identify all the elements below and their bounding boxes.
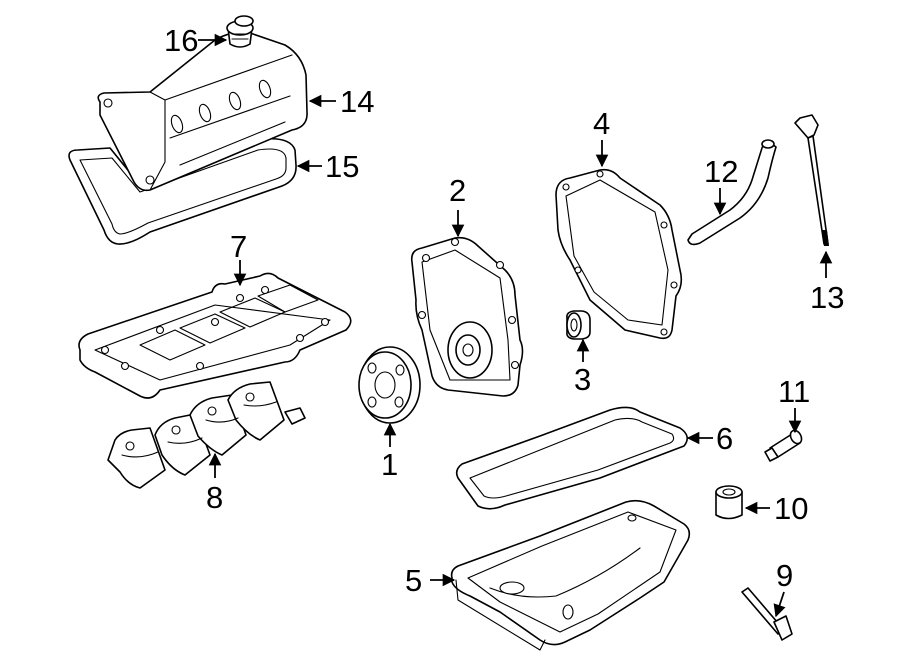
oil-filter-part	[715, 485, 743, 520]
callout-labels: 16 14 15 7 8 1 2 3 4 12 13 11 6 10 5 9	[164, 23, 844, 598]
valve-cover-gasket-part	[68, 137, 297, 245]
leader-lines	[198, 33, 833, 618]
callout-4: 4	[593, 106, 610, 141]
callout-12: 12	[704, 154, 738, 189]
dipstick-tube-part	[687, 139, 777, 246]
callout-6: 6	[716, 421, 733, 456]
bearing-caps-part	[107, 381, 306, 489]
callout-14: 14	[340, 84, 374, 119]
callout-13: 13	[810, 280, 844, 315]
callout-8: 8	[206, 480, 223, 515]
callout-9: 9	[776, 558, 793, 593]
callout-1: 1	[381, 447, 398, 482]
crankshaft-seal-part	[566, 310, 591, 340]
dipstick-part	[794, 114, 829, 246]
drain-bolt-part	[741, 587, 793, 641]
callout-5: 5	[405, 563, 422, 598]
timing-cover-gasket-part	[555, 168, 683, 340]
callout-7: 7	[230, 229, 247, 264]
callout-2: 2	[449, 173, 466, 208]
callout-16: 16	[164, 23, 198, 58]
oil-pan-part	[450, 499, 691, 651]
oil-pan-gasket-part	[455, 406, 688, 510]
callout-15: 15	[325, 149, 359, 184]
intake-manifold-part	[78, 272, 352, 399]
oil-pressure-sensor-part	[764, 429, 803, 462]
oil-filler-cap-part	[226, 15, 254, 48]
callout-10: 10	[774, 491, 808, 526]
callout-3: 3	[574, 362, 591, 397]
crankshaft-balancer-part	[358, 346, 421, 424]
callout-11: 11	[778, 374, 810, 409]
timing-cover-part	[410, 236, 524, 397]
valve-cover-part	[97, 31, 308, 192]
